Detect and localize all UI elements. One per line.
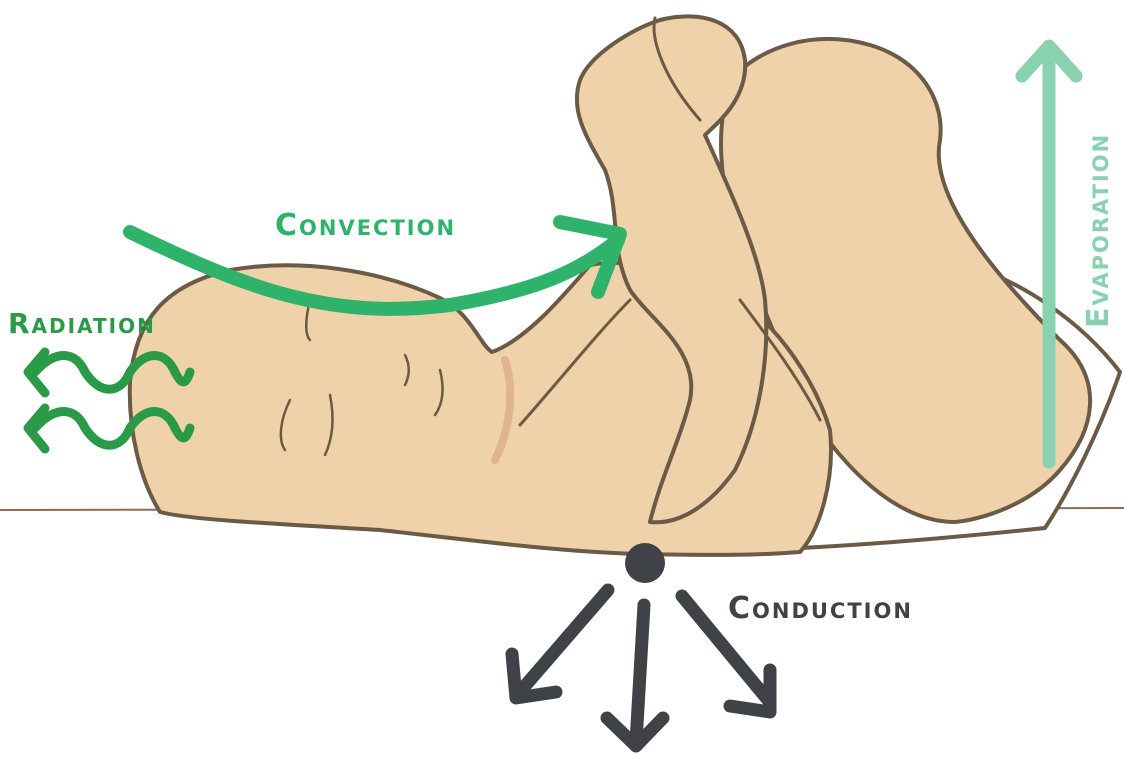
conduction-label: Conduction: [728, 591, 913, 626]
convection-label: Convection: [275, 208, 456, 243]
radiation-label: Radiation: [8, 307, 156, 340]
evaporation-label: Evaporation: [1081, 133, 1116, 328]
contact-point: [625, 543, 665, 583]
conduction-icon: [512, 543, 770, 746]
